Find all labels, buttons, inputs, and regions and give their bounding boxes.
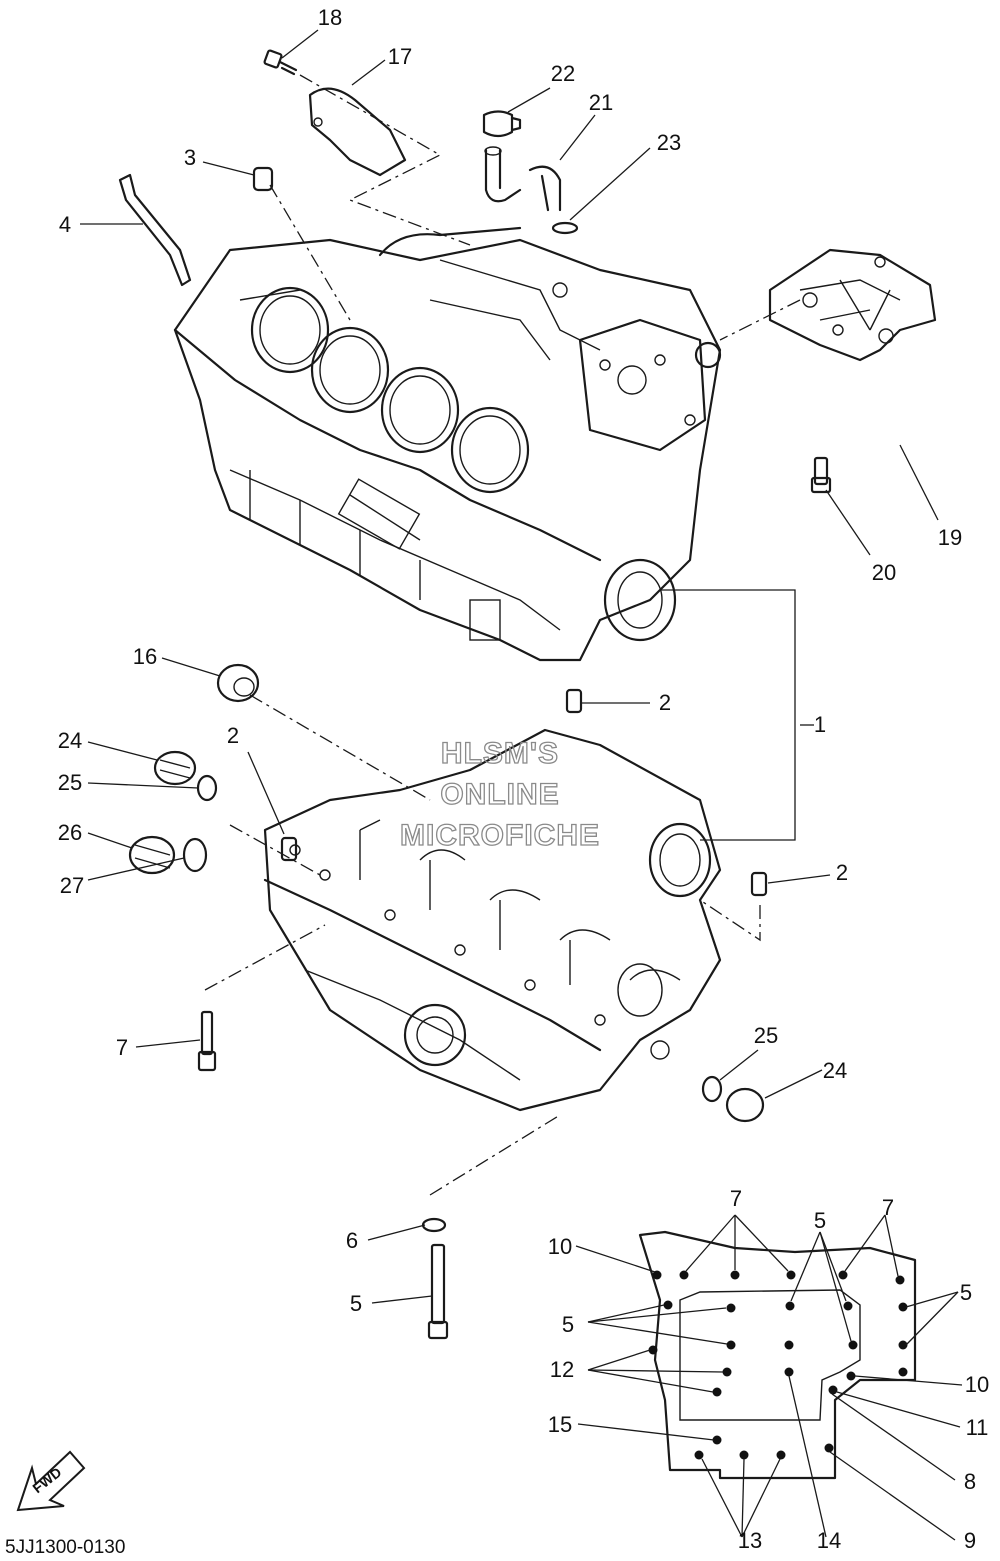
watermark-line-3: MICROFICHE (400, 819, 600, 852)
watermark-line-1: HLSM'S (441, 737, 559, 770)
callout-7-inset-a: 7 (730, 1186, 742, 1211)
callout-2-left: 2 (227, 723, 239, 748)
callout-6: 6 (346, 1228, 358, 1253)
callout-27: 27 (60, 873, 84, 898)
callout-26: 26 (58, 820, 82, 845)
callout-3: 3 (184, 145, 196, 170)
callout-20: 20 (872, 560, 896, 585)
watermark-line-2: ONLINE (440, 778, 559, 811)
callout-12: 12 (550, 1357, 574, 1382)
callout-10-inset-a: 10 (548, 1234, 572, 1259)
upper-crankcase (173, 226, 722, 662)
callout-4: 4 (59, 212, 71, 237)
callout-14: 14 (817, 1528, 841, 1553)
callout-18: 18 (318, 5, 342, 30)
callout-labels: 18 17 22 21 23 3 4 19 20 16 2 1 2 24 25 … (58, 5, 989, 1553)
callout-8: 8 (964, 1469, 976, 1494)
callout-24-left: 24 (58, 728, 82, 753)
leader-lines (80, 29, 963, 1541)
callout-23: 23 (657, 130, 681, 155)
callout-11: 11 (966, 1415, 989, 1440)
bolt-pattern-inset (638, 1230, 917, 1480)
callout-16: 16 (133, 644, 157, 669)
lower-crankcase (263, 728, 722, 1112)
callout-5-inset-b: 5 (562, 1312, 574, 1337)
callout-17: 17 (388, 44, 412, 69)
callout-7-left: 7 (116, 1035, 128, 1060)
callout-1: 1 (814, 712, 826, 737)
watermark: HLSM'S ONLINE MICROFICHE (399, 736, 600, 852)
callout-24-right: 24 (823, 1058, 847, 1083)
callout-22: 22 (551, 61, 575, 86)
callout-25-right: 25 (754, 1023, 778, 1048)
callout-2-top: 2 (659, 690, 671, 715)
callout-21: 21 (589, 90, 613, 115)
callout-10-inset-b: 10 (965, 1372, 989, 1397)
small-parts (118, 49, 937, 1340)
callout-2-right: 2 (836, 860, 848, 885)
diagram-part-code: 5JJ1300-0130 (5, 1537, 125, 1558)
callout-7-inset-b: 7 (882, 1195, 894, 1220)
callout-9: 9 (964, 1528, 976, 1553)
callout-13: 13 (738, 1528, 762, 1553)
assembly-dash-lines (204, 74, 801, 1196)
callout-25-left: 25 (58, 770, 82, 795)
callout-19: 19 (938, 525, 962, 550)
callout-5-inset-c: 5 (960, 1280, 972, 1305)
fwd-arrow: FWD (16, 1450, 86, 1512)
callout-15: 15 (548, 1412, 572, 1437)
callout-5-bolt: 5 (350, 1291, 362, 1316)
callout-5-inset-a: 5 (814, 1208, 826, 1233)
